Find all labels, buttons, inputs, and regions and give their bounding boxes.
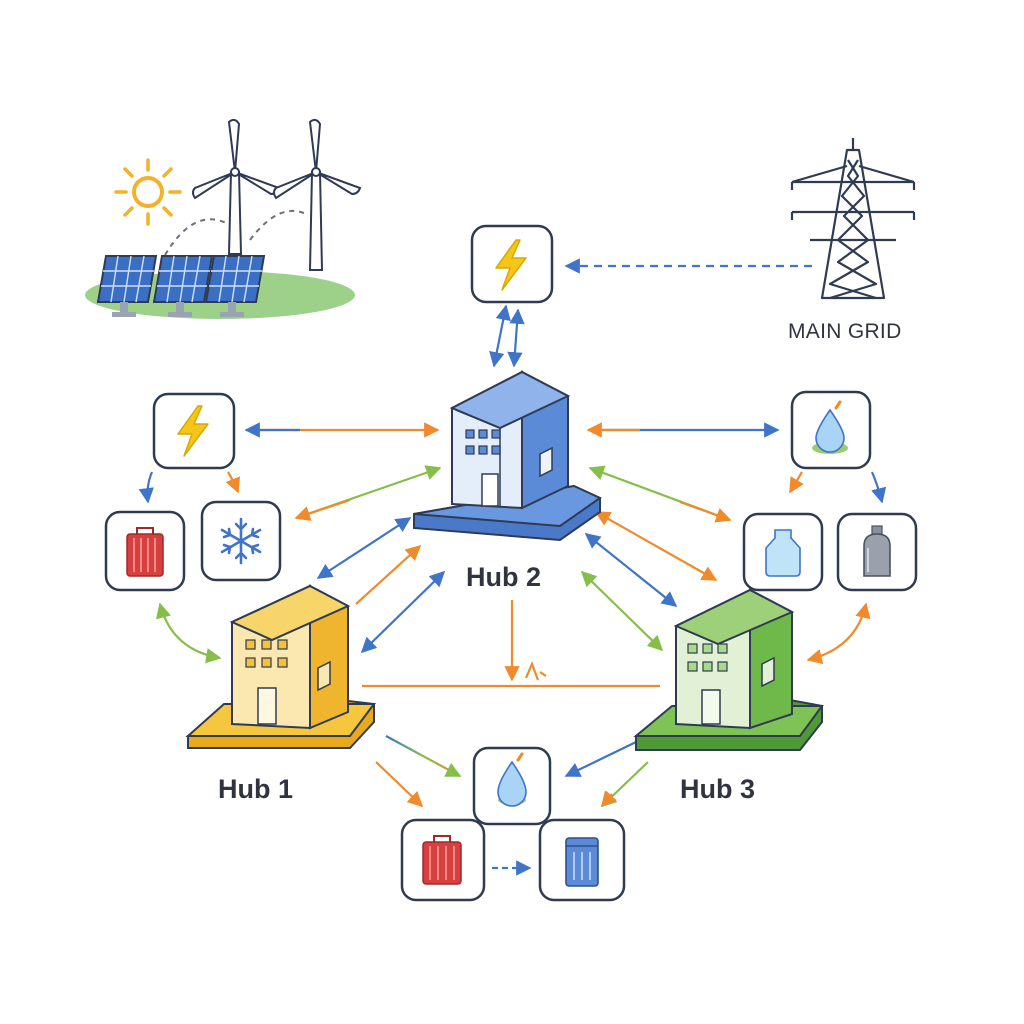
hub1-building[interactable] — [185, 584, 376, 749]
hub1-label: Hub 1 — [218, 774, 294, 804]
lightning-bolt-icon — [177, 405, 209, 457]
hub1-cooling-node[interactable] — [200, 500, 282, 582]
grid-power-node[interactable] — [470, 224, 554, 304]
hub3-gas-node[interactable] — [836, 512, 918, 592]
hub2-label: Hub 2 — [466, 562, 542, 592]
hub3-label: Hub 3 — [680, 774, 756, 804]
flow-arrows — [138, 304, 887, 876]
solar-panel-icon — [152, 255, 214, 317]
snowflake-icon — [220, 517, 262, 565]
water-bottle-icon — [765, 529, 801, 577]
hub1-power-node[interactable] — [152, 392, 236, 470]
storage-tank-icon — [565, 837, 599, 887]
sun-icon — [114, 158, 182, 226]
hub3-water-node[interactable] — [790, 390, 872, 470]
wind-turbine-icon — [273, 118, 362, 271]
main-grid-label: MAIN GRID — [788, 320, 902, 343]
bottom-water-node[interactable] — [472, 746, 552, 826]
hub2-building[interactable] — [413, 370, 602, 542]
hub3-building[interactable] — [633, 588, 824, 751]
renewable-sources — [85, 118, 362, 319]
gas-cylinder-icon — [863, 525, 891, 577]
transmission-tower-icon — [790, 138, 916, 300]
solar-panel-icon — [96, 255, 158, 317]
wind-turbine-icon — [192, 118, 281, 255]
lightning-bolt-icon — [495, 239, 527, 291]
water-drop-icon — [815, 408, 845, 453]
water-drop-icon — [497, 760, 527, 807]
bottom-storage-node[interactable] — [400, 818, 486, 902]
bottom-tank-node[interactable] — [538, 818, 626, 902]
hub1-storage-node[interactable] — [104, 510, 186, 592]
hub3-tank-node[interactable] — [742, 512, 824, 592]
battery-icon — [126, 527, 164, 577]
battery-icon — [422, 835, 462, 885]
solar-panel-icon — [204, 255, 266, 317]
